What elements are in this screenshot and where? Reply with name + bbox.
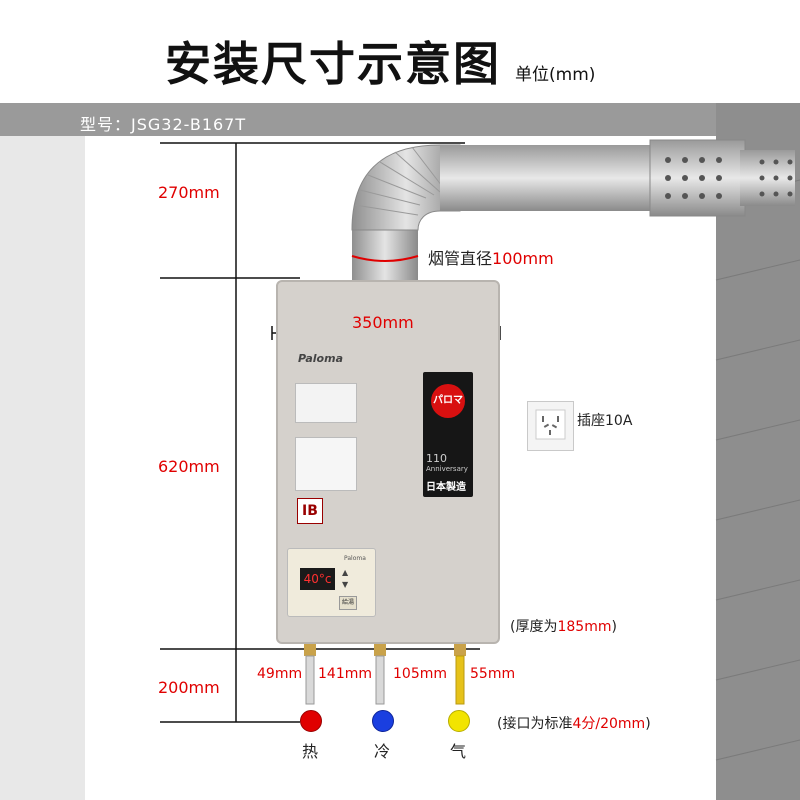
spec-label-sticker (295, 437, 357, 491)
badge-anniversary: Anniversary (426, 465, 468, 473)
spacing-4: 55mm (470, 666, 516, 682)
spacing-1: 49mm (257, 666, 303, 682)
cold-water-label: 冷 (374, 742, 391, 761)
socket-label: 插座10A (577, 413, 633, 429)
left-wall (0, 136, 85, 800)
thickness-suffix: ) (611, 619, 617, 635)
gas-label: 气 (450, 742, 467, 761)
connector-value: 4分/20mm (572, 716, 646, 732)
connection-pipes (304, 640, 466, 705)
flue-diameter-value: 100mm (492, 249, 554, 268)
connector-note: (接口为标准4分/20mm) (497, 713, 651, 733)
connector-prefix: (接口为标准 (497, 716, 573, 732)
spacing-3: 105mm (393, 666, 447, 682)
energy-label-sticker (295, 383, 357, 423)
page-title: 安装尺寸示意图 (165, 37, 501, 91)
spacing-2: 141mm (318, 666, 372, 682)
power-socket (527, 401, 574, 451)
cold-water-dot (372, 710, 394, 732)
heater-brand: Paloma (298, 352, 343, 365)
flue-diameter-label: 烟管直径100mm (428, 245, 554, 269)
model-number: 型号：JSG32-B167T (80, 115, 247, 134)
hot-water-button[interactable]: 給湯 (339, 596, 357, 610)
badge-number: 110 (426, 452, 447, 465)
hot-water-dot (300, 710, 322, 732)
gas-dot (448, 710, 470, 732)
down-arrow-icon[interactable]: ▼ (342, 580, 349, 589)
up-arrow-icon[interactable]: ▲ (342, 568, 349, 577)
dim-width: 350mm (352, 313, 414, 332)
thickness-label: (厚度为185mm) (510, 616, 617, 636)
temperature-display: 40°c (300, 568, 335, 590)
wall-hatch (715, 179, 800, 761)
thickness-prefix: (厚度为 (510, 619, 558, 635)
badge-made-in-japan: 日本製造 (426, 482, 466, 493)
socket-icon (535, 409, 566, 440)
dim-heater-height: 620mm (158, 457, 220, 476)
control-brand: Paloma (344, 555, 366, 562)
model-band (0, 103, 800, 136)
flue-pipe (351, 139, 795, 281)
flue-diameter-prefix: 烟管直径 (428, 249, 493, 268)
ib-logo: IB (297, 498, 323, 524)
dim-top-clearance: 270mm (158, 183, 220, 202)
right-wall (716, 103, 800, 800)
thickness-value: 185mm (557, 619, 612, 635)
unit-label: 单位(mm) (515, 65, 596, 85)
paloma-red-logo: パロマ (431, 384, 465, 418)
dim-bottom-clearance: 200mm (158, 678, 220, 697)
connector-suffix: ) (645, 716, 651, 732)
hot-water-label: 热 (302, 742, 319, 761)
